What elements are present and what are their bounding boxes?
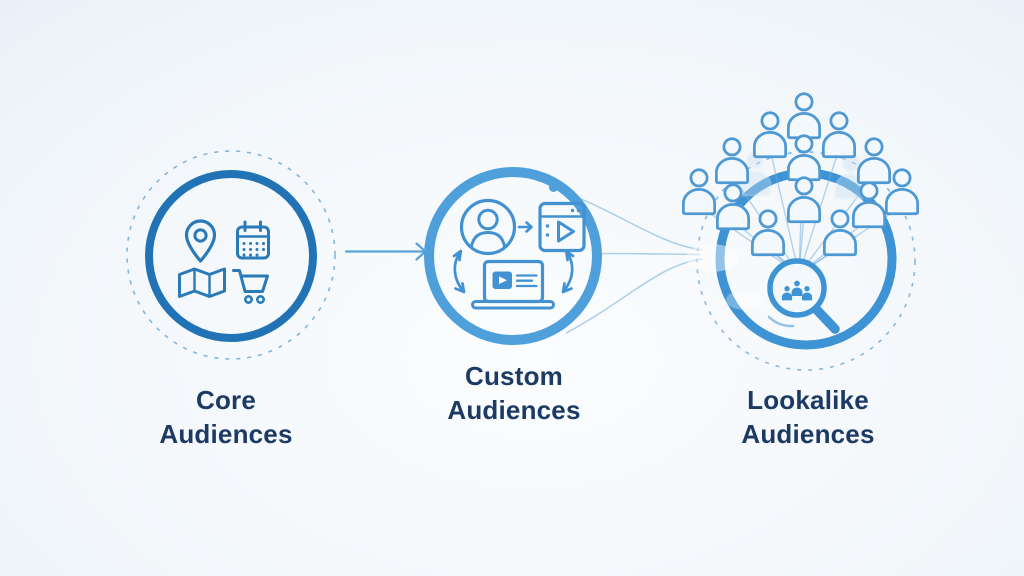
person-icon — [786, 134, 822, 182]
person-icon — [786, 92, 822, 140]
person-icon — [884, 168, 920, 216]
arrow-core-to-custom — [344, 242, 427, 261]
folded-map-icon — [178, 267, 226, 298]
core-dashed-ring — [126, 150, 336, 360]
custom-audiences-label: Custom Audiences — [374, 359, 654, 427]
person-icon — [786, 176, 822, 224]
glow-flare — [726, 290, 766, 310]
calendar-date-dots — [242, 242, 265, 257]
location-pin-icon — [184, 219, 217, 263]
custom-label-line1: Custom — [465, 361, 563, 391]
core-label-line2: Audiences — [159, 419, 293, 449]
shopping-cart-icon — [232, 269, 269, 304]
glow-flare — [686, 244, 738, 272]
person-icon — [821, 111, 857, 159]
cycle-arrows-icon — [452, 249, 575, 294]
arrow-right-icon — [517, 221, 533, 233]
lookalike-label-line2: Audiences — [741, 419, 875, 449]
custom-audiences-node — [424, 167, 602, 345]
magnifier-handle — [812, 305, 840, 334]
magnifier-audience-icon — [767, 258, 840, 334]
custom-label-line2: Audiences — [447, 395, 581, 425]
person-icon — [822, 209, 858, 257]
ring-dot-icon — [549, 183, 558, 192]
person-icon — [752, 111, 788, 159]
user-avatar-icon — [459, 198, 517, 256]
core-label-line1: Core — [195, 385, 257, 415]
core-audiences-node — [126, 150, 336, 360]
person-icon — [750, 209, 786, 257]
lookalike-audiences-label: Lookalike Audiences — [668, 383, 948, 451]
lookalike-audiences-node — [681, 92, 920, 371]
core-ring — [145, 170, 317, 342]
custom-ring — [424, 167, 602, 345]
laptop-video-icon — [471, 259, 555, 310]
lookalike-dashed-ring — [696, 151, 916, 371]
video-player-window-icon — [538, 201, 586, 253]
lookalike-label-line1: Lookalike — [747, 385, 869, 415]
person-icon — [714, 137, 750, 185]
person-icon — [681, 168, 717, 216]
person-icon — [856, 137, 892, 185]
core-audiences-label: Core Audiences — [86, 383, 366, 451]
calendar-icon — [236, 220, 270, 260]
